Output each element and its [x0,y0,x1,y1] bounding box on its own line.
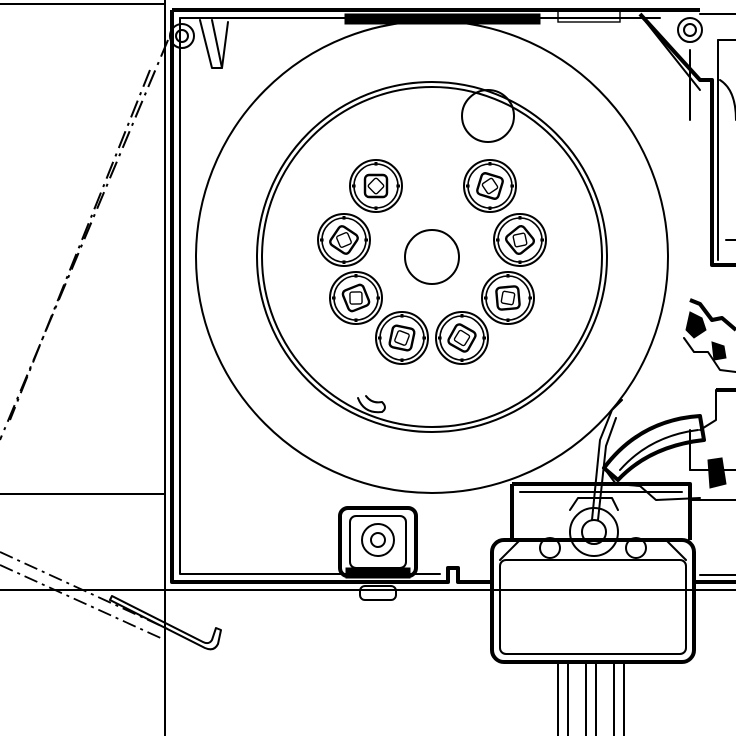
spool-hole [349,159,403,213]
swing-path-lines [0,39,171,641]
seal-bracket [683,298,736,431]
spool-hole [317,213,371,267]
hook-profile [109,595,222,651]
spool-hole [463,159,517,213]
spool-hole [493,213,547,267]
fixing-bracket [338,506,418,601]
roller-drum [195,20,669,494]
spool-hole [375,311,429,365]
spool-hole [435,311,489,365]
drum-axle [404,229,460,285]
spool-holes [317,159,547,365]
guide-profile [638,12,736,267]
spool-hole [329,271,383,325]
clip-arc [602,414,736,501]
bottom-rail [490,399,696,736]
spool-hole [481,271,535,325]
